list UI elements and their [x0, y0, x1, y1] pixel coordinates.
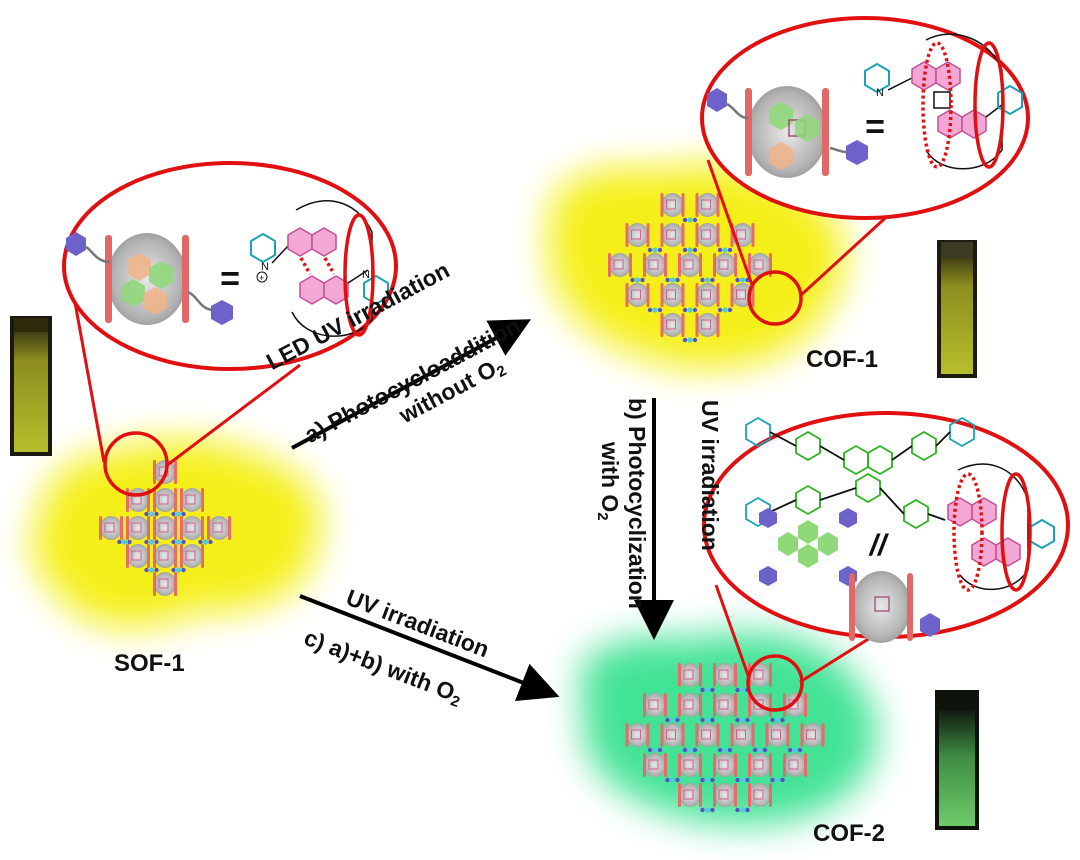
cof2-label: COF-2: [813, 820, 885, 847]
linker-node: [171, 511, 186, 517]
hexagon-icon: [846, 140, 868, 165]
cof1-label: COF-1: [806, 346, 878, 373]
linker-node: [647, 307, 663, 313]
arrow-b-step: b) Photocyclization: [624, 398, 650, 609]
cof2-zoom-circle: [746, 654, 804, 712]
linker-node: [735, 807, 750, 813]
linker-node: [171, 539, 186, 545]
linker-node: [717, 247, 733, 253]
sof1-framework: [32, 439, 322, 628]
linker-node: [198, 539, 213, 545]
linker-node: [717, 747, 733, 753]
linker-node: [665, 777, 680, 783]
linker-node: [665, 277, 680, 283]
linker-node: [735, 717, 750, 723]
cof1-zoom-panel: = N: [700, 16, 1030, 220]
hexagon-icon: [211, 300, 233, 325]
linker-node: [700, 277, 715, 283]
macrocycle-host: [745, 86, 829, 178]
cof1-framework: [548, 164, 845, 369]
cof2-zoom-panel: //: [702, 411, 1070, 643]
linker-node: [735, 777, 750, 783]
linker-node: [770, 717, 785, 723]
arrow-b-condition: UV irradiation: [697, 400, 723, 551]
linker-node: [117, 539, 132, 545]
linker-node: [682, 217, 698, 223]
arrow-b-atmosphere: with O2: [594, 442, 623, 521]
sof1-label: SOF-1: [114, 650, 185, 677]
macrocycle-host: [105, 233, 189, 325]
sof1-zoom-panel: = N + N: [62, 161, 398, 371]
hexagon-icon: [920, 613, 940, 637]
linker-node: [770, 777, 785, 783]
arrow-c: [299, 594, 560, 702]
yellow-glow: [32, 439, 322, 628]
linker-node: [717, 307, 733, 313]
hexagon-icon: [707, 88, 727, 112]
linker-node: [647, 747, 663, 753]
vial-green-cof2: [935, 690, 979, 830]
coumarin-dimer-structure: N + N: [250, 200, 389, 337]
cyclobutane-dimer-structure: N: [864, 33, 1023, 170]
svg-text:N: N: [362, 269, 370, 281]
linker-node: [171, 567, 186, 573]
svg-text:N: N: [261, 261, 269, 273]
svg-text:N: N: [876, 87, 884, 99]
linker-node: [682, 247, 698, 253]
linker-node: [700, 687, 715, 693]
svg-text:+: +: [259, 273, 264, 283]
vial-yellow-sof1: [10, 316, 52, 456]
linker-node: [144, 567, 159, 573]
linker-node: [700, 807, 715, 813]
linker-node: [682, 307, 698, 313]
arrow-b-sublabel: b) Photocyclization with O2: [589, 398, 650, 609]
cyclobutane-dimer-structure: [947, 463, 1055, 592]
photocyclized-linker-structure: [745, 416, 975, 530]
vial-yellow-cof1: [937, 240, 977, 378]
linker-node: [630, 277, 645, 283]
zoom-line: [165, 363, 301, 468]
linker-node: [787, 747, 803, 753]
linker-node: [682, 337, 698, 343]
linker-node: [665, 717, 680, 723]
zoom-line: [714, 584, 751, 679]
equivalence-symbol: //: [868, 529, 889, 562]
arrow-a: [291, 319, 532, 450]
hexagon-icon: [66, 232, 86, 256]
linker-node: [144, 539, 159, 545]
cof1-zoom-circle: [747, 270, 803, 326]
linker-node: [682, 747, 698, 753]
equals-sign: =: [865, 108, 885, 146]
equals-sign: =: [220, 260, 240, 298]
arrow-b-label: UV irradiation: [696, 400, 723, 551]
macrocycle-host: [849, 571, 913, 643]
linker-node: [735, 277, 750, 283]
linker-node: [700, 717, 715, 723]
linker-node: [752, 747, 768, 753]
linker-node: [647, 247, 663, 253]
linker-node: [700, 777, 715, 783]
zoom-line: [706, 159, 754, 286]
linker-node: [144, 511, 159, 517]
